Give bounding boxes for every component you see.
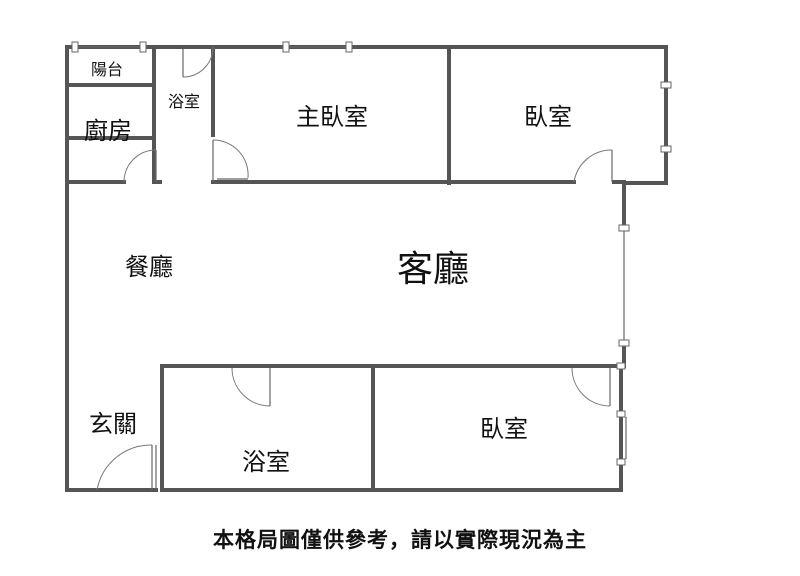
label-balcony: 陽台	[91, 60, 123, 79]
label-bath-bottom: 浴室	[242, 448, 290, 476]
label-bedroom-bottom-right: 臥室	[480, 415, 528, 443]
label-kitchen: 廚房	[84, 117, 132, 145]
disclaimer-text: 本格局圖僅供參考，請以實際現況為主	[213, 528, 587, 552]
interior-walls	[65, 45, 626, 492]
label-entrance: 玄關	[89, 410, 137, 438]
label-bath-top: 浴室	[168, 92, 200, 111]
label-master-bedroom: 主臥室	[296, 103, 368, 131]
label-bedroom-top-right: 臥室	[524, 103, 572, 131]
label-dining: 餐廳	[125, 253, 173, 281]
label-living: 客廳	[397, 249, 469, 290]
doors	[96, 46, 613, 491]
windows	[71, 41, 672, 466]
